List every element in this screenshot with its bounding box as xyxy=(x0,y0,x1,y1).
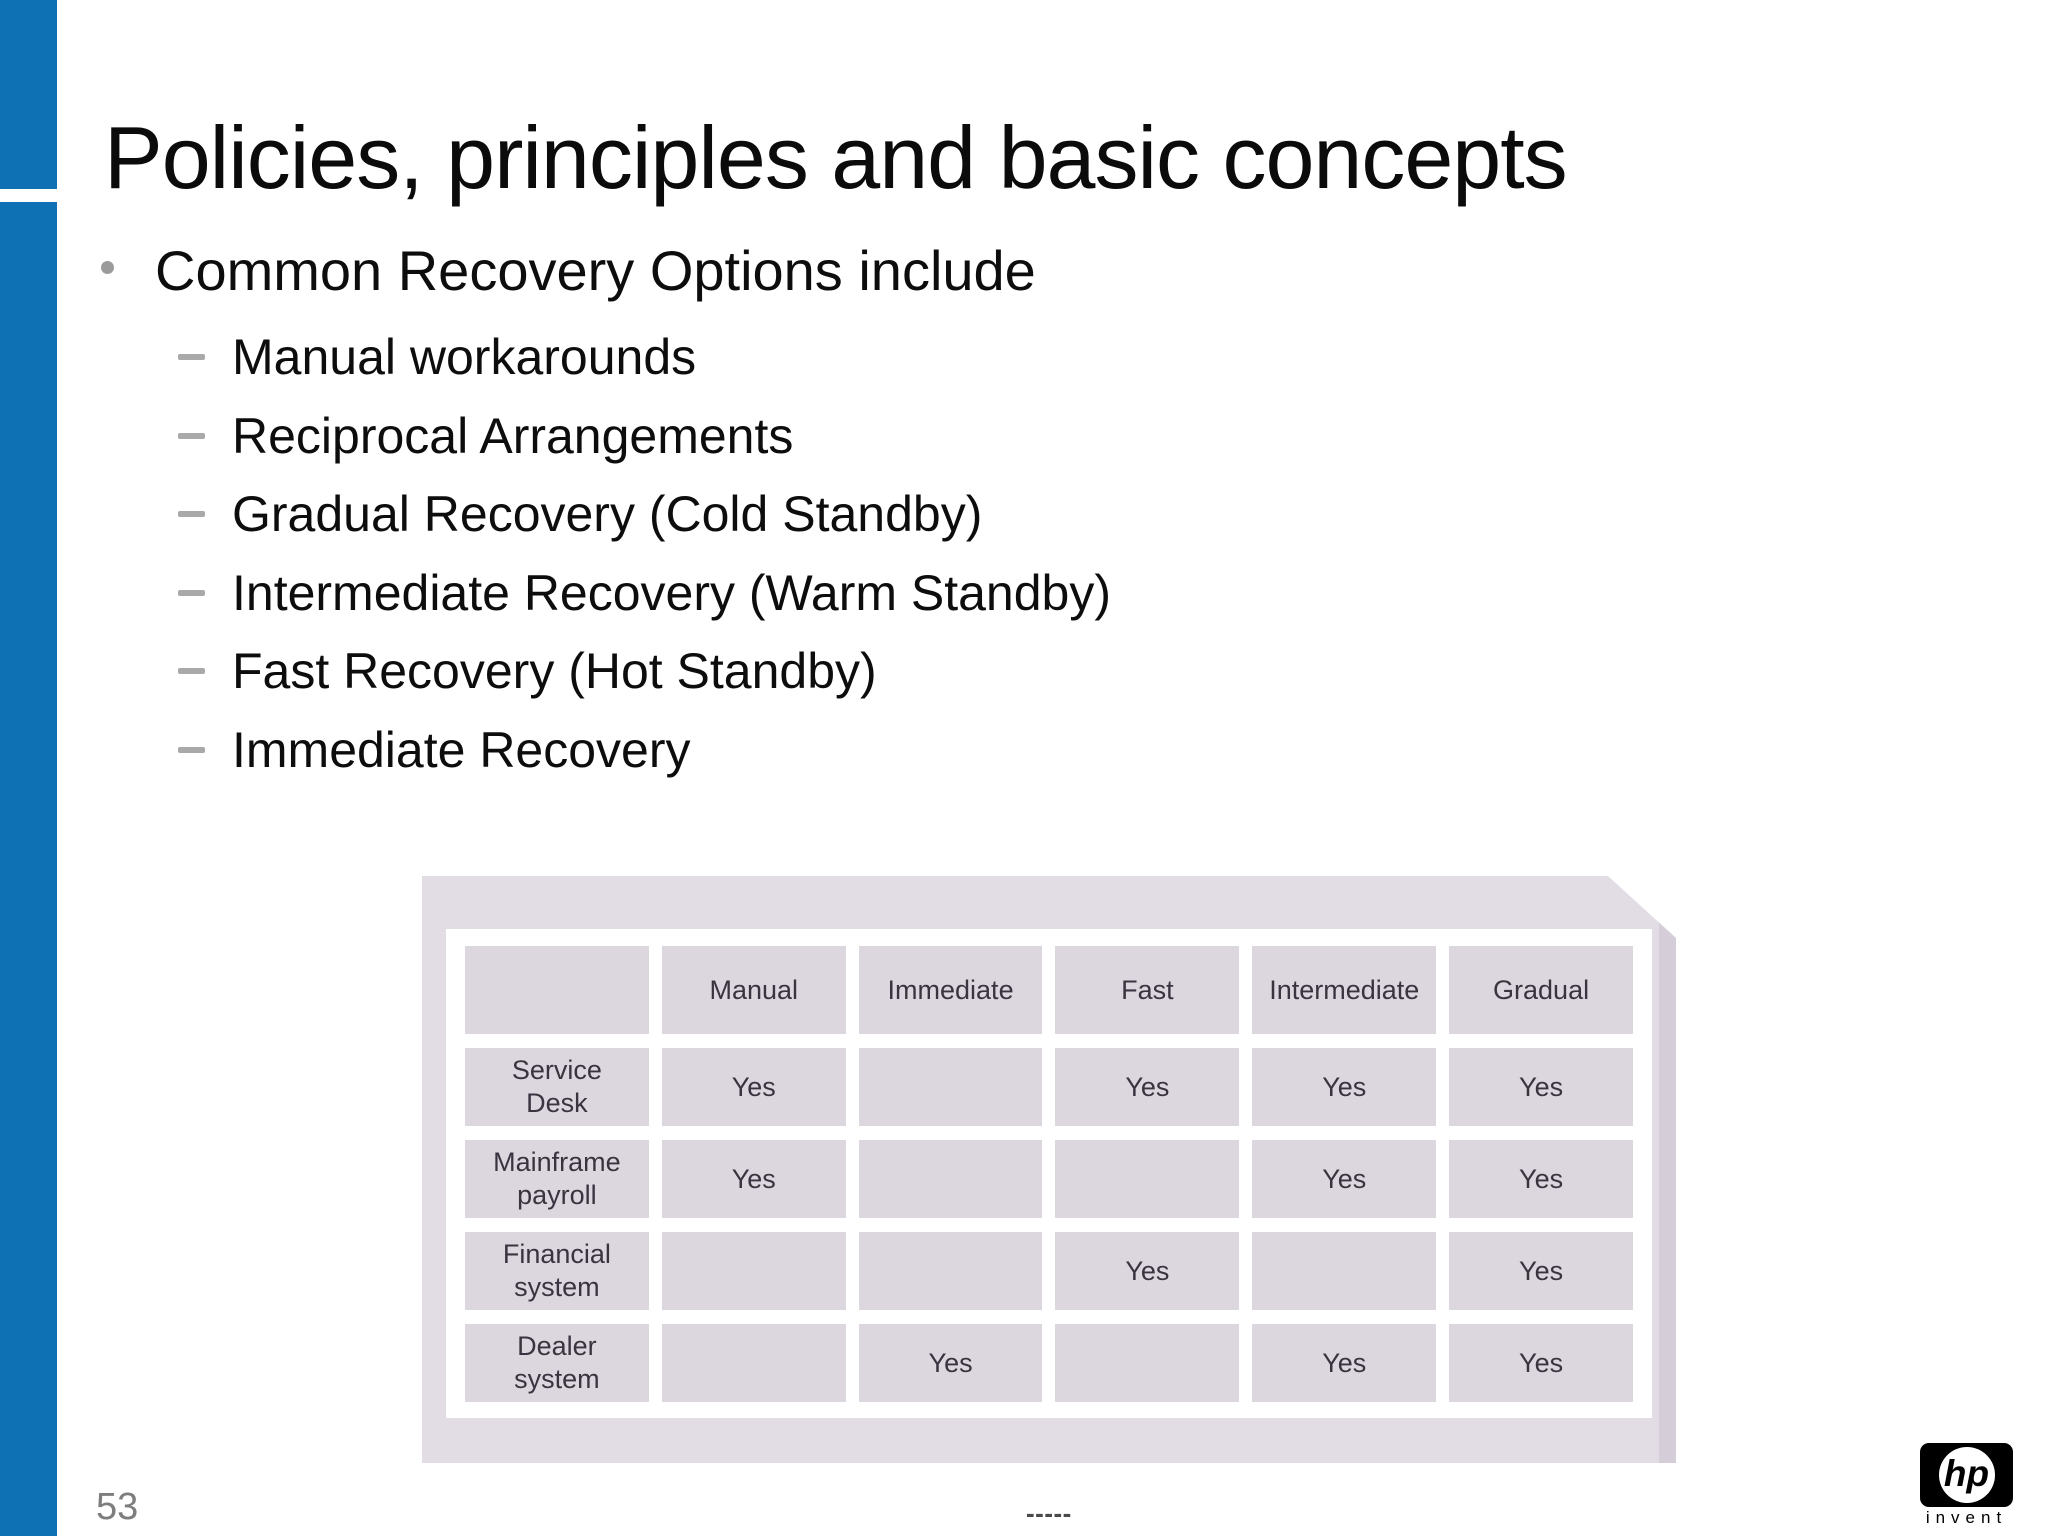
data-cell xyxy=(858,1048,1043,1126)
dash-bullet-icon xyxy=(178,511,205,517)
data-cell: Yes xyxy=(1252,1048,1437,1126)
data-cell-text: Yes xyxy=(928,1347,973,1378)
page-number: 53 xyxy=(96,1486,139,1528)
data-cell xyxy=(858,1232,1043,1310)
dash-bullet-icon xyxy=(178,590,205,596)
footer-dashes: ----- xyxy=(1026,1498,1072,1528)
row-label-mainframe-payroll: Mainframe payroll xyxy=(465,1140,649,1218)
column-header-immediate-text: Immediate xyxy=(887,974,1014,1005)
data-cell: Yes xyxy=(1252,1140,1437,1218)
sub-bullet-label: Manual workarounds xyxy=(232,329,697,385)
row-label-service-desk-text: Service Desk xyxy=(511,1055,602,1118)
data-cell-text: Yes xyxy=(731,1163,776,1194)
data-cell-text: Yes xyxy=(1519,1163,1564,1194)
hp-invent-text: invent xyxy=(1925,1508,2008,1527)
row-label-financial-system: Financial system xyxy=(465,1232,649,1310)
data-cell-text: Yes xyxy=(1322,1347,1367,1378)
data-cell-text: Yes xyxy=(1125,1255,1170,1286)
column-header-fast-text: Fast xyxy=(1121,974,1174,1005)
data-cell xyxy=(1055,1140,1240,1218)
data-cell-text: Yes xyxy=(1125,1071,1170,1102)
sub-bullet-fast-recovery: Fast Recovery (Hot Standby) xyxy=(178,643,877,699)
data-cell: Yes xyxy=(1449,1048,1633,1126)
data-cell-text: Yes xyxy=(1322,1071,1367,1102)
slide-title: Policies, principles and basic concepts xyxy=(104,108,1568,207)
data-cell xyxy=(858,1140,1043,1218)
sub-bullet-gradual-recovery: Gradual Recovery (Cold Standby) xyxy=(178,486,982,542)
data-cell: Yes xyxy=(858,1324,1043,1402)
data-cell: Yes xyxy=(1449,1324,1633,1402)
data-cell: Yes xyxy=(1449,1140,1633,1218)
dash-bullet-icon xyxy=(178,354,205,360)
data-cell: Yes xyxy=(1449,1232,1633,1310)
left-accent-bar-top xyxy=(0,0,57,189)
data-cell-text: Yes xyxy=(1519,1347,1564,1378)
sub-bullet-label: Immediate Recovery xyxy=(232,722,691,778)
column-header-manual: Manual xyxy=(661,946,846,1034)
column-header-intermediate: Intermediate xyxy=(1252,946,1437,1034)
sub-bullet-label: Fast Recovery (Hot Standby) xyxy=(232,643,877,699)
bullet-dot-icon xyxy=(101,261,114,274)
dash-bullet-icon xyxy=(178,747,205,753)
row-label-dealer-system-text: Dealer system xyxy=(514,1331,600,1394)
data-cell: Yes xyxy=(1252,1324,1437,1402)
data-cell: Yes xyxy=(1055,1232,1240,1310)
column-header-manual-text: Manual xyxy=(709,974,799,1005)
data-cell-text: Yes xyxy=(1519,1255,1564,1286)
hp-logo-text: hp xyxy=(1943,1453,1990,1494)
sub-bullet-reciprocal-arrangements: Reciprocal Arrangements xyxy=(178,408,793,464)
dash-bullet-icon xyxy=(178,668,205,674)
bullet-common-recovery-options: Common Recovery Options include xyxy=(155,239,1036,302)
sub-bullet-immediate-recovery: Immediate Recovery xyxy=(178,722,691,778)
sub-bullet-label: Reciprocal Arrangements xyxy=(232,408,794,464)
data-cell-text: Yes xyxy=(731,1071,776,1102)
column-header-intermediate-text: Intermediate xyxy=(1269,974,1420,1005)
row-label-dealer-system: Dealer system xyxy=(465,1324,649,1402)
table-3d-edge xyxy=(1659,916,1676,1463)
column-header-gradual-text: Gradual xyxy=(1493,974,1590,1005)
data-cell-text: Yes xyxy=(1519,1071,1564,1102)
row-label-mainframe-payroll-text: Mainframe payroll xyxy=(493,1147,621,1210)
hp-logo: hp xyxy=(1920,1443,2013,1507)
data-cell-text: Yes xyxy=(1322,1163,1367,1194)
data-cell xyxy=(661,1232,846,1310)
corner-cell xyxy=(465,946,649,1034)
column-header-immediate: Immediate xyxy=(858,946,1043,1034)
data-cell xyxy=(661,1324,846,1402)
sub-bullet-label: Gradual Recovery (Cold Standby) xyxy=(232,486,983,542)
column-header-gradual: Gradual xyxy=(1449,946,1633,1034)
sub-bullet-label: Intermediate Recovery (Warm Standby) xyxy=(232,565,1112,621)
row-label-financial-system-text: Financial system xyxy=(502,1239,611,1302)
data-cell xyxy=(1055,1324,1240,1402)
hp-logo-circle: hp xyxy=(1938,1447,1995,1503)
data-cell: Yes xyxy=(661,1140,846,1218)
dash-bullet-icon xyxy=(178,433,205,439)
data-cell: Yes xyxy=(661,1048,846,1126)
row-label-service-desk: Service Desk xyxy=(465,1048,649,1126)
left-accent-bar-bottom xyxy=(0,202,57,1536)
sub-bullet-intermediate-recovery: Intermediate Recovery (Warm Standby) xyxy=(178,565,1111,621)
data-cell xyxy=(1252,1232,1437,1310)
column-header-fast: Fast xyxy=(1055,946,1240,1034)
data-cell: Yes xyxy=(1055,1048,1240,1126)
sub-bullet-manual-workarounds: Manual workarounds xyxy=(178,329,696,385)
